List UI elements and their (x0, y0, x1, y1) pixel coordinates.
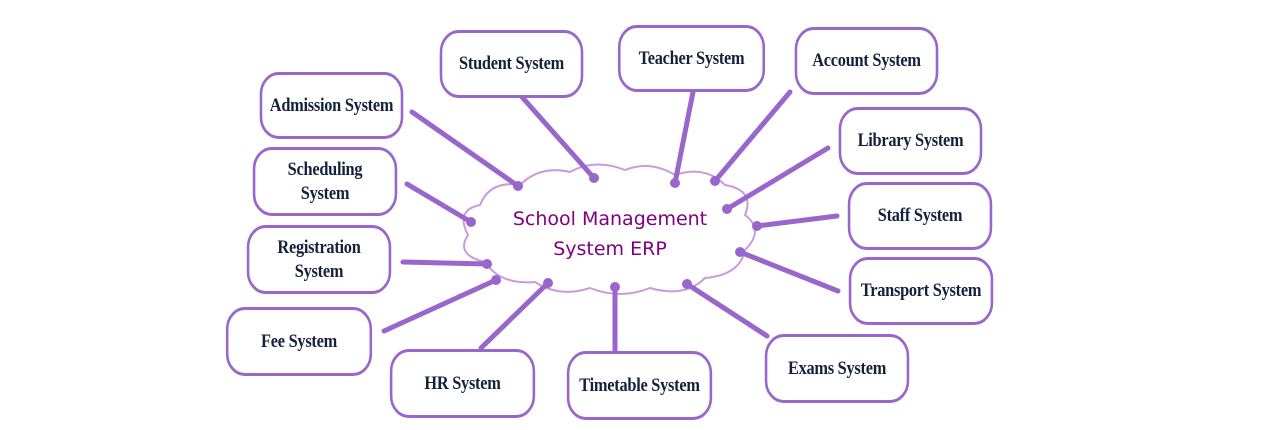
node-label: Exams System (787, 357, 887, 379)
node-student-system: Student System (439, 30, 584, 98)
node-hr-system: HR System (389, 349, 536, 418)
node-registration-system: Registration System (246, 225, 392, 294)
connector-transport (737, 249, 841, 294)
connector-registration (400, 259, 490, 267)
connector-teacher (672, 89, 696, 186)
node-exams-system: Exams System (764, 334, 910, 403)
central-topic-label: School Management System ERP (512, 208, 708, 260)
node-label: Scheduling System (287, 158, 363, 204)
node-transport-system: Transport System (848, 257, 994, 325)
connector-hr (478, 280, 551, 351)
node-timetable-system: Timetable System (566, 351, 713, 420)
node-admission-system: Admission System (259, 72, 404, 139)
connector-fee (381, 277, 499, 334)
connector-scheduling (404, 181, 474, 225)
node-label: HR System (424, 372, 501, 394)
connectors (381, 89, 841, 354)
node-label: Staff System (877, 205, 963, 226)
node-label: Registration System (277, 236, 361, 282)
node-label: Transport System (860, 280, 982, 301)
node-library-system: Library System (838, 107, 983, 175)
node-label: Student System (459, 53, 564, 74)
central-cloud (462, 163, 756, 295)
node-label: Teacher System (638, 47, 745, 69)
connector-exams (684, 281, 770, 339)
node-account-system: Account System (794, 27, 939, 95)
connector-library (724, 145, 831, 212)
node-label: Admission System (269, 94, 394, 116)
node-label: Timetable System (579, 374, 700, 396)
node-label: Fee System (261, 330, 337, 352)
node-teacher-system: Teacher System (617, 25, 766, 92)
node-label: Library System (857, 130, 964, 151)
node-staff-system: Staff System (847, 182, 993, 250)
node-scheduling-system: Scheduling System (252, 147, 398, 216)
connector-student (519, 94, 597, 181)
connector-admission (409, 109, 521, 189)
connector-staff (754, 213, 840, 229)
node-label: Account System (812, 50, 921, 71)
connector-account (712, 89, 793, 184)
node-fee-system: Fee System (225, 307, 373, 376)
